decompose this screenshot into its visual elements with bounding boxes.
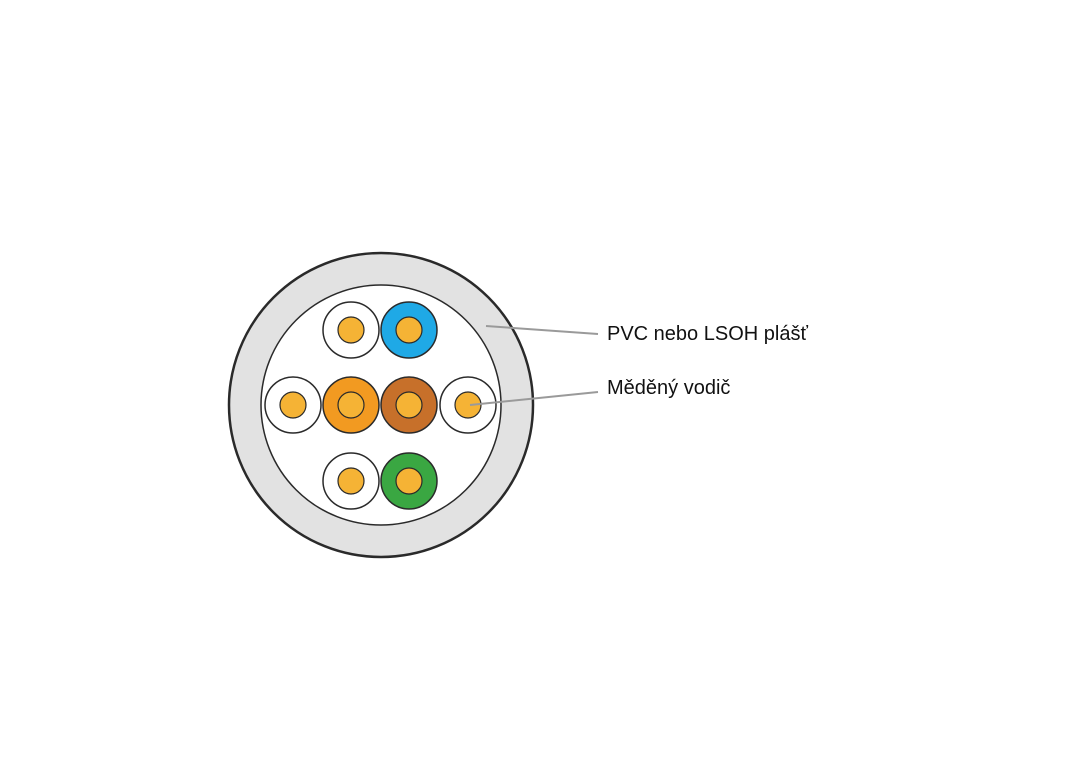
conductor-leader-line bbox=[469, 391, 599, 406]
wire-white-blue-copper-core bbox=[337, 316, 365, 344]
conductor-label: Měděný vodič bbox=[607, 377, 731, 399]
wire-white-orange bbox=[264, 376, 322, 434]
wire-white-blue bbox=[322, 301, 380, 359]
wire-orange-copper-core bbox=[337, 391, 365, 419]
wire-brown-copper-core bbox=[395, 391, 423, 419]
wire-blue bbox=[380, 301, 438, 359]
wire-pairs bbox=[264, 301, 497, 510]
wire-white-orange-copper-core bbox=[279, 391, 307, 419]
jacket-label: PVC nebo LSOH plášť bbox=[607, 323, 808, 345]
wire-white-green-copper-core bbox=[337, 467, 365, 495]
wire-brown bbox=[380, 376, 438, 434]
wire-orange bbox=[322, 376, 380, 434]
wire-white-green bbox=[322, 452, 380, 510]
wire-white-brown bbox=[439, 376, 497, 434]
wire-green bbox=[380, 452, 438, 510]
wire-green-copper-core bbox=[395, 467, 423, 495]
jacket-leader-line bbox=[485, 325, 599, 335]
wire-white-brown-copper-core bbox=[454, 391, 482, 419]
wire-blue-copper-core bbox=[395, 316, 423, 344]
